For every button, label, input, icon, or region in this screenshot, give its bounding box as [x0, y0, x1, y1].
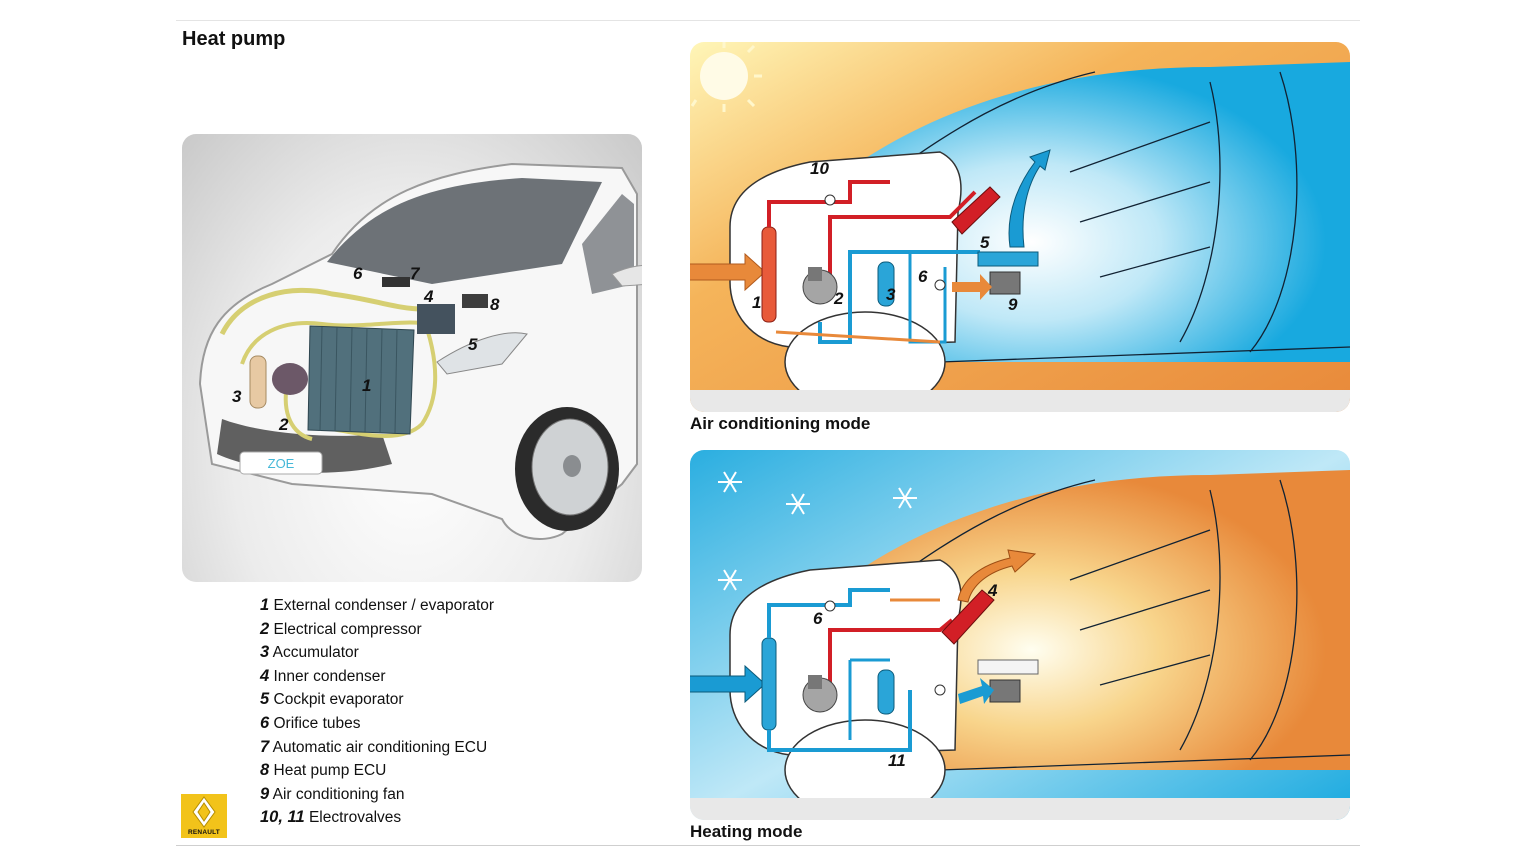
brand-name: RENAULT — [188, 829, 220, 836]
legend-item: 5 Cockpit evaporator — [260, 688, 494, 712]
legend-number: 4 — [260, 666, 270, 685]
legend-text: Orifice tubes — [273, 714, 361, 732]
callout-5: 5 — [468, 335, 478, 354]
legend-number: 10, 11 — [260, 808, 305, 827]
legend-item: 2 Electrical compressor — [260, 618, 494, 642]
legend-text: External condenser / evaporator — [273, 597, 495, 614]
renault-logo: RENAULT — [181, 794, 227, 838]
heat-callout-4: 4 — [987, 581, 998, 600]
legend-text: Automatic air conditioning ECU — [272, 738, 488, 756]
legend-number: 3 — [260, 643, 270, 662]
legend-text: Air conditioning fan — [272, 785, 405, 803]
legend-number: 7 — [260, 737, 270, 756]
legend-number: 6 — [260, 713, 270, 732]
ac-callout-10: 10 — [810, 159, 829, 178]
ac-mode-caption: Air conditioning mode — [690, 414, 871, 433]
legend-item: 8 Heat pump ECU — [260, 759, 494, 783]
ac-callout-1: 1 — [752, 293, 761, 312]
legend-number: 8 — [260, 761, 270, 780]
legend-text: Cockpit evaporator — [273, 691, 404, 709]
ac-mode-svg: 1 2 3 5 6 9 10 — [690, 42, 1350, 412]
callout-8: 8 — [490, 295, 500, 314]
legend-item: 1 External condenser / evaporator — [260, 594, 494, 618]
ac-callout-3: 3 — [886, 285, 896, 304]
ac-callout-2: 2 — [833, 289, 844, 308]
ac-callout-5: 5 — [980, 233, 990, 252]
callout-1: 1 — [362, 376, 371, 395]
legend-number: 1 — [260, 596, 270, 614]
legend-text: Inner condenser — [273, 667, 386, 685]
car-illustration: ZOE 1 2 3 4 5 6 7 8 — [198, 162, 642, 540]
legend-item: 3 Accumulator — [260, 641, 494, 665]
legend-text: Electrovalves — [308, 809, 402, 827]
heating-mode-caption: Heating mode — [690, 822, 803, 841]
legend-item: 10, 11 Electrovalves — [260, 806, 494, 830]
callout-4: 4 — [423, 287, 434, 306]
ac-callout-9: 9 — [1008, 295, 1018, 314]
component-legend: 1 External condenser / evaporator 2 Elec… — [260, 594, 494, 830]
heat-callout-6: 6 — [813, 609, 823, 628]
plate-text: ZOE — [268, 456, 295, 471]
legend-text: Heat pump ECU — [273, 762, 387, 780]
heat-callout-11: 11 — [888, 751, 906, 770]
callout-3: 3 — [232, 387, 242, 406]
legend-number: 5 — [260, 690, 270, 709]
heating-mode-diagram: 4 6 11 — [690, 450, 1350, 820]
legend-number: 2 — [260, 619, 270, 638]
diamond-icon — [192, 796, 216, 828]
callout-7: 7 — [410, 264, 421, 283]
ac-mode-diagram: 1 2 3 5 6 9 10 — [690, 42, 1350, 412]
legend-number: 9 — [260, 784, 270, 803]
page-title: Heat pump — [182, 28, 286, 50]
ac-callout-6: 6 — [918, 267, 928, 286]
legend-item: 7 Automatic air conditioning ECU — [260, 736, 494, 760]
callout-2: 2 — [278, 415, 289, 434]
legend-item: 4 Inner condenser — [260, 665, 494, 689]
legend-item: 6 Orifice tubes — [260, 712, 494, 736]
legend-text: Electrical compressor — [273, 620, 422, 638]
legend-item: 9 Air conditioning fan — [260, 783, 494, 807]
heating-mode-svg: 4 6 11 — [690, 450, 1350, 820]
legend-text: Accumulator — [272, 644, 359, 662]
callout-6: 6 — [353, 264, 363, 283]
car-photo: ZOE 1 2 3 4 5 6 7 8 — [182, 134, 642, 582]
